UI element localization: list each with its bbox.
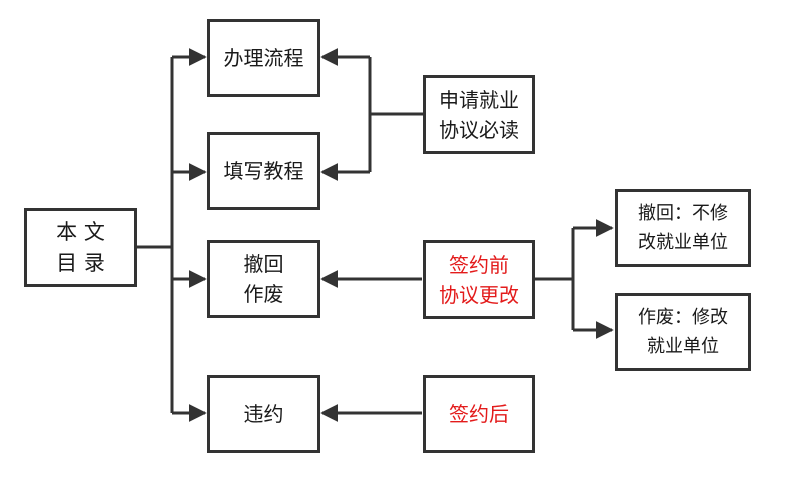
after-sign-node: 签约后 xyxy=(423,375,535,453)
tutorial-label: 填写教程 xyxy=(223,159,304,183)
must-read-node: 申请就业 协议必读 xyxy=(423,75,535,154)
before-sign-line-2: 协议更改 xyxy=(439,282,519,307)
root-line-2: 目 录 xyxy=(56,250,105,275)
void-change-line-2: 就业单位 xyxy=(647,336,719,357)
withdraw-change-node: 撤回：不修 改就业单位 xyxy=(615,189,751,267)
withdraw-change-line-2: 改就业单位 xyxy=(638,232,728,253)
breach-node: 违约 xyxy=(207,375,320,453)
before-sign-line-1: 签约前 xyxy=(449,252,509,277)
must-read-line-1: 申请就业 xyxy=(439,87,519,112)
tutorial-node: 填写教程 xyxy=(207,132,320,210)
withdraw-line-1: 撤回 xyxy=(243,252,284,276)
root-node: 本 文 目 录 xyxy=(24,208,137,287)
after-sign-label: 签约后 xyxy=(449,402,509,426)
process-label: 办理流程 xyxy=(223,46,304,70)
withdraw-line-2: 作废 xyxy=(243,282,284,306)
withdraw-void-node: 撤回 作废 xyxy=(207,240,320,318)
before-sign-node: 签约前 协议更改 xyxy=(423,240,535,319)
must-read-line-2: 协议必读 xyxy=(439,117,519,142)
void-change-node: 作废：修改 就业单位 xyxy=(615,293,751,371)
withdraw-change-line-1: 撤回：不修 xyxy=(638,203,728,224)
process-node: 办理流程 xyxy=(207,19,320,97)
void-change-line-1: 作废：修改 xyxy=(638,307,728,328)
breach-label: 违约 xyxy=(243,402,284,426)
root-line-1: 本 文 xyxy=(56,219,105,244)
